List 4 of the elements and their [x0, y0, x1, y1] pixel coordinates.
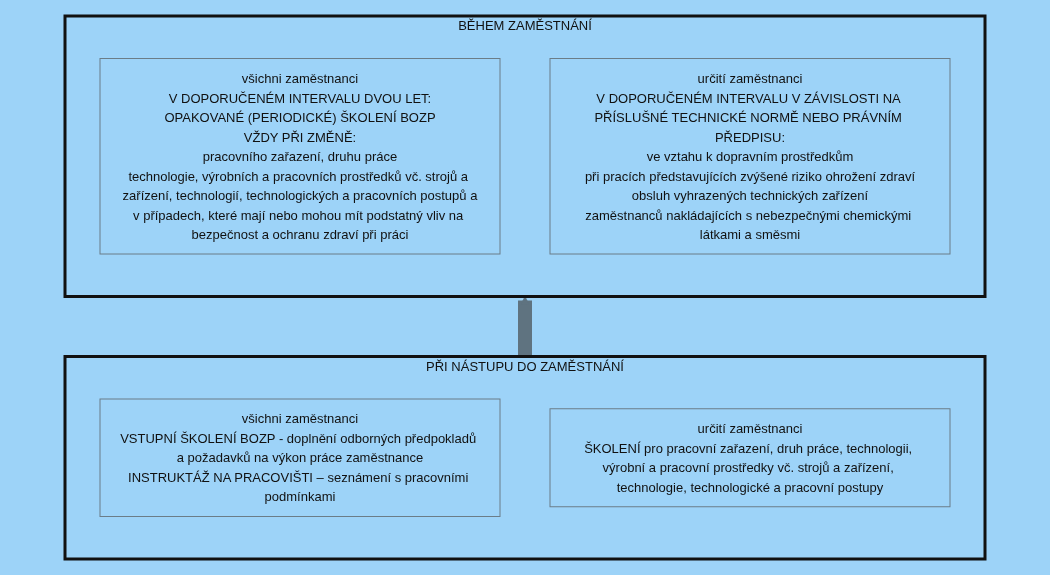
- node-box: všichni zaměstnanci VSTUPNÍ ŠKOLENÍ BOZP - doplnění odborných předpokladů a požadavků na výkon práce zaměstnance INSTRUKTÁŽ NA PRACOVIŠTI – seznámení s pracovními podmínkami: [99, 398, 501, 517]
- node-box: všichni zaměstnanci V DOPORUČENÉM INTERVALU DVOU LET: OPAKOVANÉ (PERIODICKÉ) ŠKOLENÍ BOZP VŽDY PŘI ZMĚNĚ: pracovního zařazení, druhu práce technologie, výrobních a pracovních prostředků vč. strojů a zařízení, technologií, technologických a pracovních postupů a v případech, které mají nebo mohou mít podstatný vliv na bezpečnost a ochranu zdraví při práci: [99, 58, 501, 255]
- node-box: určití zaměstnanci V DOPORUČENÉM INTERVALU V ZÁVISLOSTI NA PŘÍSLUŠNÉ TECHNICKÉ NORMĚ NEBO PRÁVNÍM PŘEDPISU: ve vztahu k dopravním prostředkům při pracích představujících zvýšené riziko ohrožení zdraví obsluh vyhrazených technických zařízení zaměstnanců nakládajících s nebezpečnými chemickými látkami a směsmi: [549, 58, 951, 255]
- node-box: určití zaměstnanci ŠKOLENÍ pro pracovní zařazení, druh práce, technologii, výrobní a pracovní prostředky vč. strojů a zařízení, technologie, technologické a pracovní postupy: [549, 408, 951, 508]
